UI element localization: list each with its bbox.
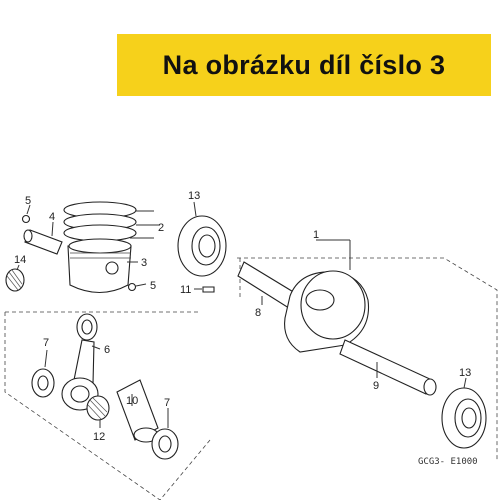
piston-pin-clip-right — [127, 282, 137, 292]
callout-7-oil-seal-right: 7 — [164, 397, 170, 409]
callout-13-bearing-right: 13 — [459, 367, 471, 379]
crank-bearing-right — [441, 387, 487, 449]
callout-6-connecting-rod: 6 — [104, 344, 110, 356]
crankshaft — [237, 261, 437, 396]
connecting-rod — [61, 313, 99, 411]
callout-14-small-end-bearing: 14 — [14, 254, 26, 266]
crankshaft-group-outline — [4, 312, 161, 500]
group-outline-bottom — [159, 439, 211, 500]
callout-8: 8 — [255, 307, 261, 319]
piston-pin — [23, 229, 63, 255]
piston-pin-clip-left — [21, 214, 31, 224]
callout-11-key: 11 — [180, 284, 191, 296]
diagram-code: GCG3- E1000 — [418, 457, 478, 467]
callout-12-big-end-bearing: 12 — [93, 431, 105, 443]
callout-9: 9 — [373, 380, 379, 392]
callout-4-piston-pin: 4 — [49, 211, 55, 223]
small-end-bearing — [5, 268, 25, 292]
oil-seal-left — [31, 368, 55, 398]
callout-1-crankshaft: 1 — [313, 229, 319, 241]
callout-13-bearing: 13 — [188, 190, 200, 202]
crank-bearing-left — [177, 215, 227, 277]
crank-pin — [116, 379, 159, 443]
leader-lines — [16, 201, 467, 428]
woodruff-key — [202, 286, 215, 293]
callout-10-crank-pin: 10 — [126, 395, 138, 407]
callout-5-clip-right: 5 — [150, 280, 156, 292]
big-end-bearing — [86, 395, 110, 421]
piston — [67, 238, 132, 294]
banner-text: Na obrázku díl číslo 3 — [162, 49, 446, 80]
callout-3-piston: 3 — [141, 257, 147, 269]
piston-rings — [63, 201, 137, 242]
callout-5-clip: 5 — [25, 195, 31, 207]
callout-7-oil-seal: 7 — [43, 337, 49, 349]
oil-seal-right — [151, 428, 179, 460]
part-number-banner: Na obrázku díl číslo 3 — [117, 34, 491, 96]
crankshaft-group-outline-right — [237, 257, 498, 460]
callout-2-piston-rings: 2 — [158, 222, 164, 234]
